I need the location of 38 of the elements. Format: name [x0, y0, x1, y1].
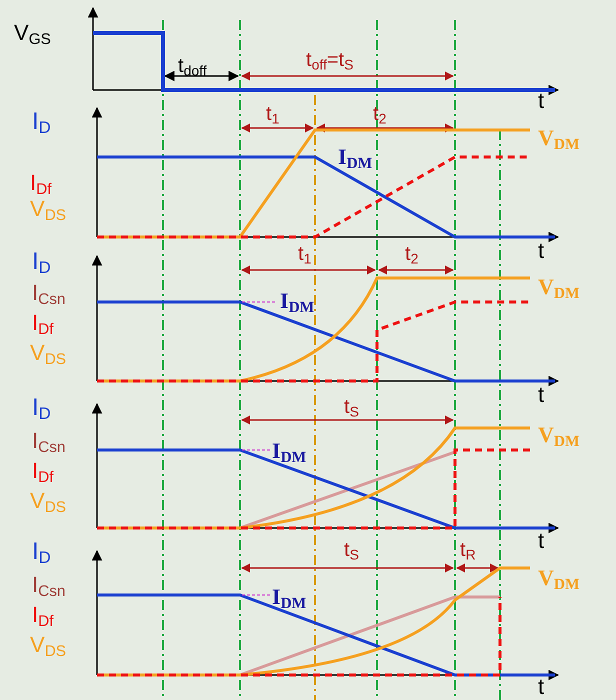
axis-label: I$_{Df}$ [30, 172, 52, 198]
axis-label: I$_{D}$ [32, 396, 51, 423]
interval-label: t$_{R}$ [460, 540, 476, 562]
curve-label: I$_{DM}$ [338, 146, 372, 172]
interval-label: t$_{1}$ [298, 244, 312, 266]
curve-label: V$_{DM}$ [538, 127, 580, 152]
axis-label: V$_{DS}$ [30, 198, 66, 224]
axis-label: I$_{D}$ [32, 540, 51, 567]
curve-label: I$_{DM}$ [272, 440, 306, 466]
interval-label: t$_{2}$ [405, 244, 418, 266]
axis-label: I$_{D}$ [32, 110, 51, 137]
interval-label: t$_{2}$ [373, 104, 386, 126]
interval-label: t$_{off}$=t$_{S}$ [306, 50, 354, 72]
curve-label: V$_{DM}$ [538, 424, 580, 450]
axis-label: V$_{GS}$ [14, 22, 51, 48]
axis-label: I$_{Csn}$ [32, 574, 66, 600]
curve-label: I$_{DM}$ [280, 290, 314, 316]
interval-label: t$_{doff}$ [178, 56, 207, 78]
axis-label: I$_{Df}$ [32, 460, 54, 486]
axis-label: t [538, 90, 544, 112]
axis-label: I$_{Df}$ [32, 312, 54, 338]
axis-label: V$_{DS}$ [30, 490, 66, 516]
curve-label: I$_{DM}$ [272, 586, 306, 612]
axis-label: I$_{Csn}$ [32, 430, 66, 456]
interval-label: t$_{S}$ [344, 397, 359, 418]
axis-label: t [538, 240, 544, 262]
axis-label: V$_{DS}$ [30, 634, 66, 660]
axis-label: t [538, 384, 544, 406]
interval-label: t$_{S}$ [344, 540, 359, 562]
curve-label: V$_{DM}$ [538, 276, 580, 302]
axis-label: t [538, 676, 544, 698]
axis-label: t [538, 530, 544, 552]
axis-label: I$_{D}$ [32, 250, 51, 277]
axis-label: V$_{DS}$ [30, 342, 66, 368]
curve-label: V$_{DM}$ [538, 567, 580, 592]
axis-label: I$_{Csn}$ [32, 282, 66, 308]
interval-label: t$_{1}$ [266, 104, 280, 126]
axis-label: I$_{Df}$ [32, 604, 54, 630]
